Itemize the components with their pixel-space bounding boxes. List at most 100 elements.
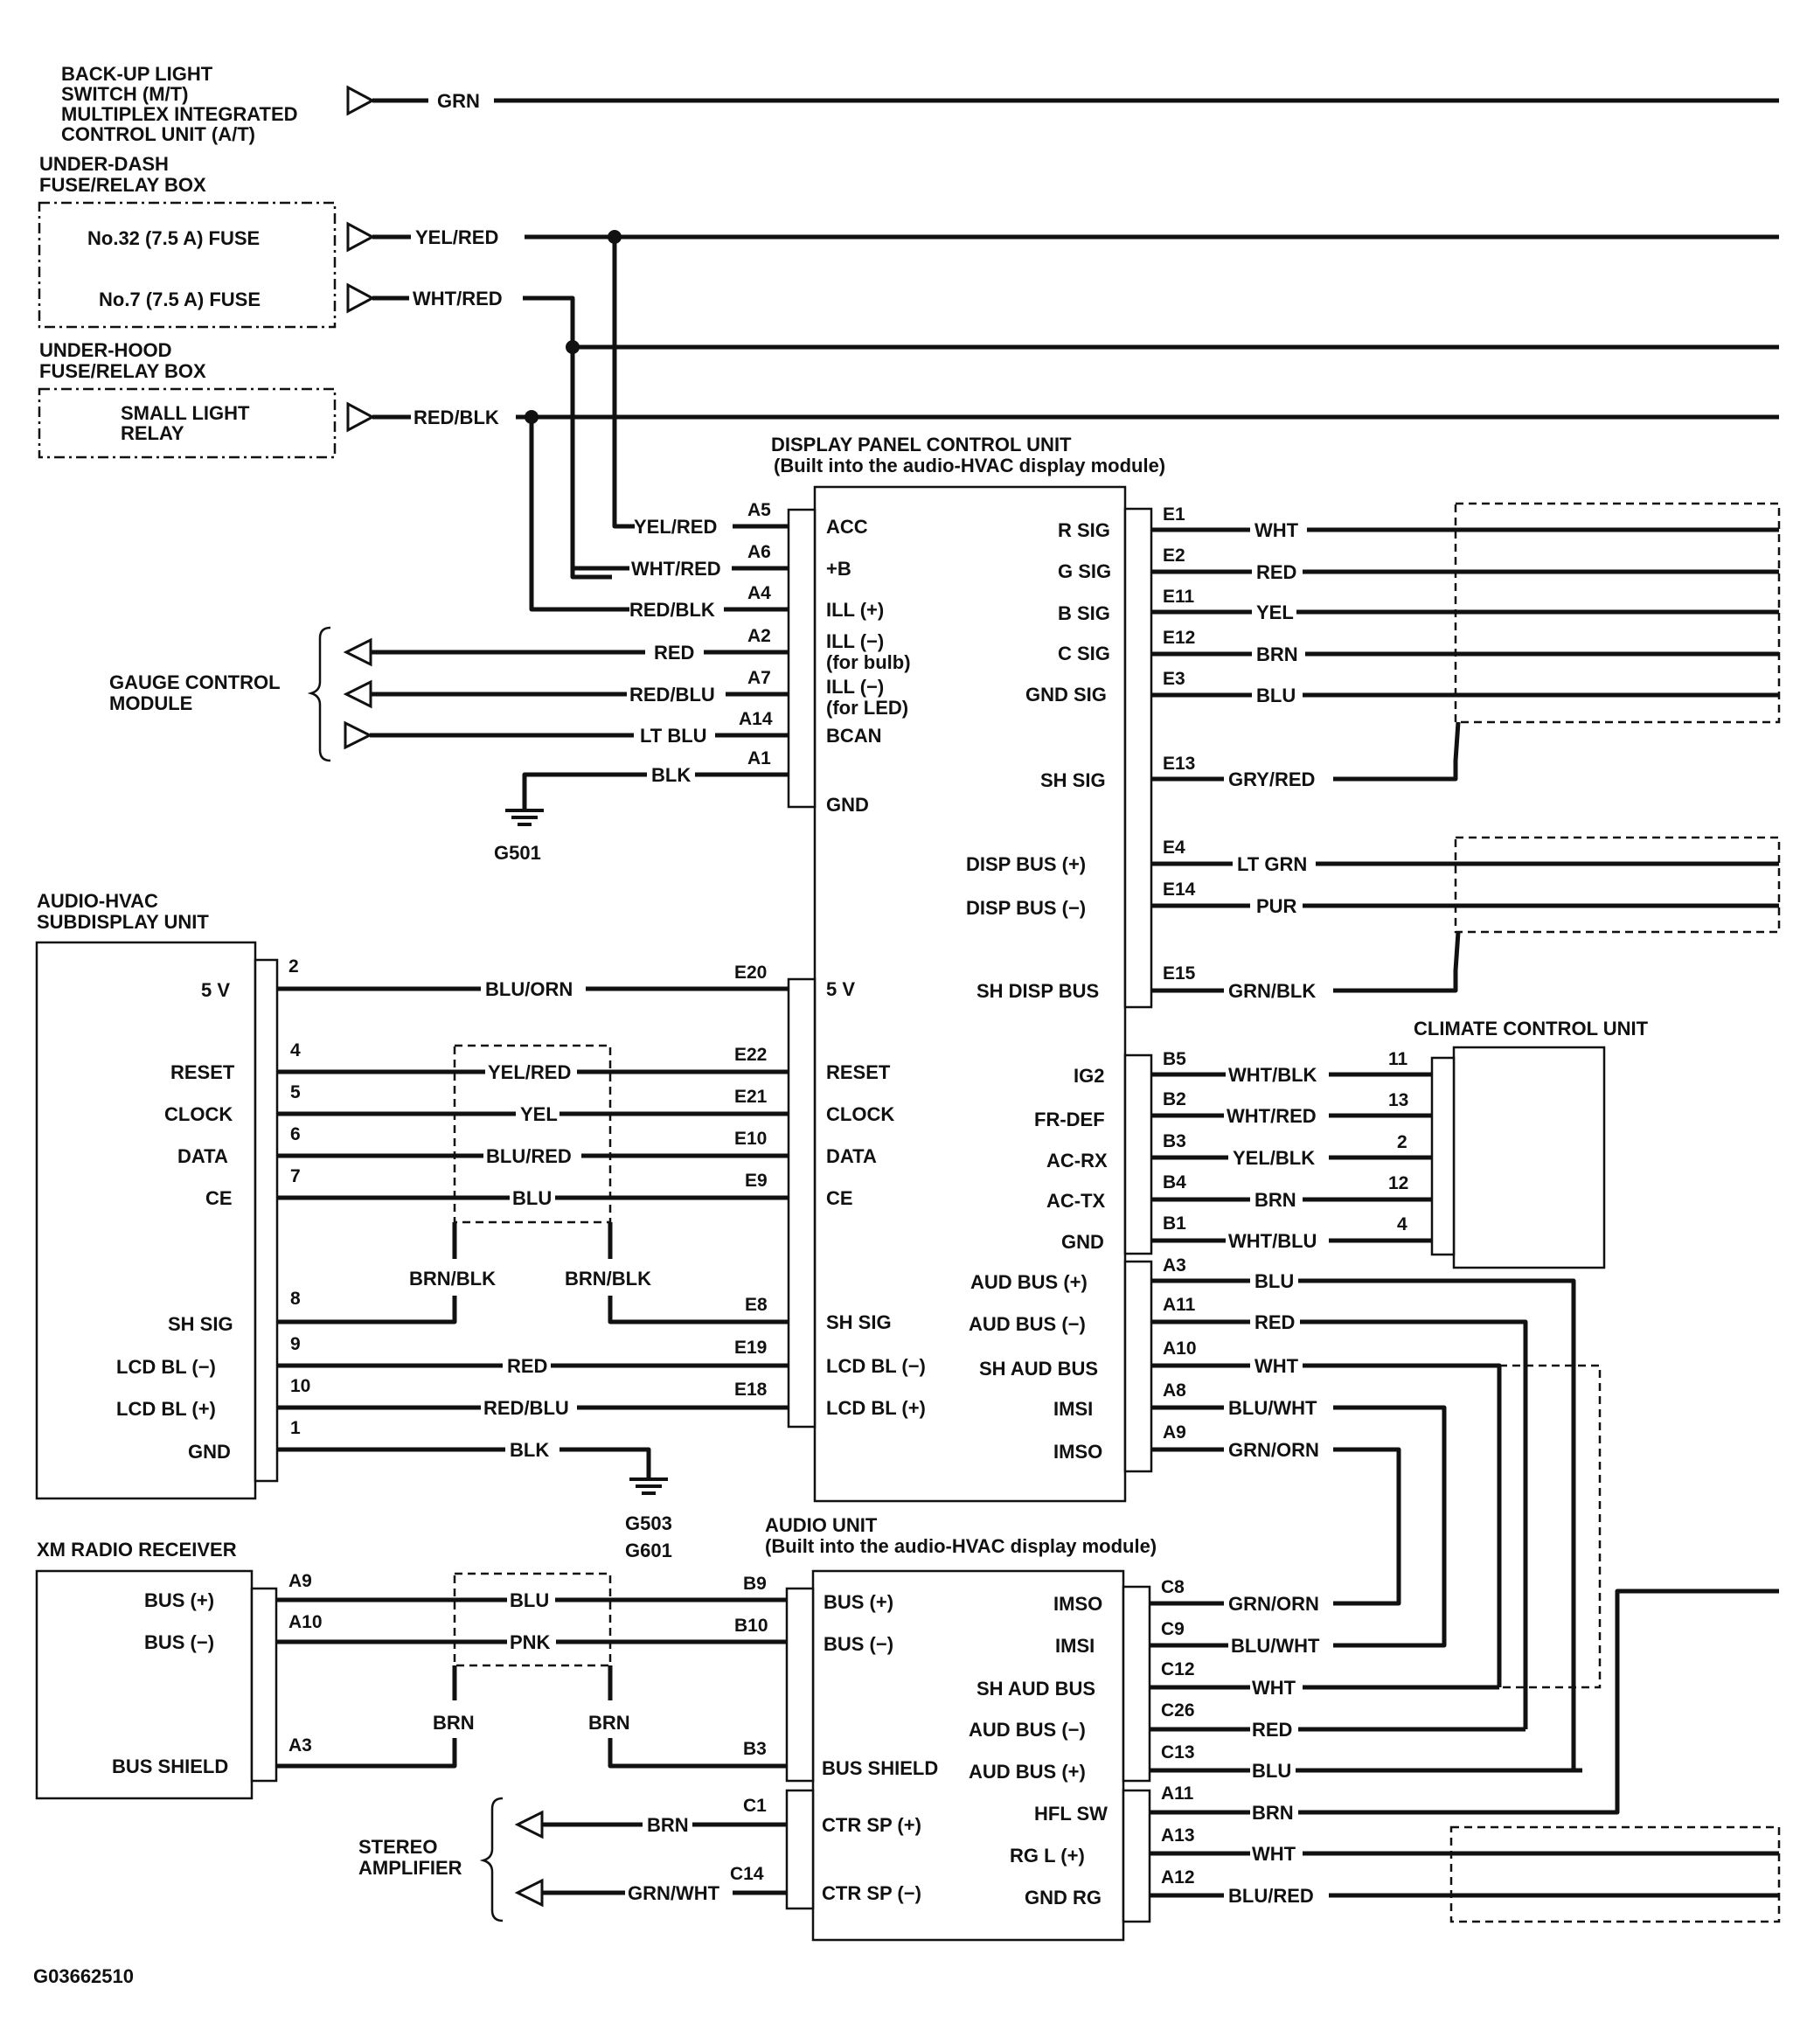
pin-label: C26 — [1161, 1700, 1195, 1721]
climate-pin: 12 — [1388, 1173, 1408, 1193]
audio-unit: AUDIO UNIT (Built into the audio-HVAC di… — [514, 1514, 1781, 1942]
sub-pin: 2 — [288, 956, 299, 977]
func-label: C SIG — [1058, 643, 1110, 664]
climate-control-unit: CLIMATE CONTROL UNIT IG2 B5 WHT/BLK 11 F… — [1034, 1018, 1649, 1269]
wire-label: BRN — [1254, 1189, 1296, 1211]
wire-label: BLU — [512, 1187, 552, 1209]
func-label: IMSI — [1053, 1398, 1093, 1420]
wire-label: RED — [1254, 1311, 1295, 1333]
stereo-amplifier: STEREO AMPLIFIER — [358, 1797, 504, 1922]
wire-label: YEL — [1256, 601, 1294, 623]
wire-label: BLK — [651, 764, 691, 786]
wire-label: YEL/RED — [488, 1061, 571, 1083]
fuse-7-label: No.7 (7.5 A) FUSE — [99, 289, 261, 310]
func-label: ILL (+) — [826, 599, 884, 621]
relay-box-outline — [38, 387, 337, 459]
sub-pin: 5 — [290, 1082, 301, 1102]
climate-pin: 13 — [1388, 1090, 1408, 1110]
brace-icon — [307, 626, 331, 762]
shield-outline — [453, 1044, 612, 1224]
wire-label: PNK — [510, 1631, 551, 1653]
func-label: ACC — [826, 516, 868, 538]
splice-dot — [608, 230, 622, 244]
wire-label-wht-red: WHT/RED — [413, 288, 503, 309]
subdisplay-title-2: SUBDISPLAY UNIT — [37, 911, 209, 933]
pin-label: A12 — [1161, 1867, 1195, 1888]
subdisplay-title-1: AUDIO-HVAC — [37, 890, 158, 912]
func-label: ILL (−) — [826, 630, 884, 652]
dpcu-subtitle: (Built into the audio-HVAC display modul… — [774, 455, 1165, 476]
pin-label: B9 — [743, 1574, 767, 1594]
wire-yel-red-branch — [612, 237, 629, 529]
audio-subtitle: (Built into the audio-HVAC display modul… — [765, 1535, 1157, 1557]
pin-label: B4 — [1163, 1172, 1186, 1192]
splice-dot — [566, 340, 580, 354]
climate-connector — [1430, 1056, 1456, 1256]
wire-label: WHT/BLU — [1228, 1230, 1317, 1252]
wire-label: WHT — [1254, 519, 1299, 541]
connector-e-left — [787, 977, 817, 1429]
xm-title: XM RADIO RECEIVER — [37, 1539, 237, 1561]
func-label: AUD BUS (−) — [969, 1313, 1086, 1335]
wire — [276, 1738, 457, 1769]
xm-func: BUS (−) — [144, 1631, 214, 1653]
ground-label-g503: G503 — [625, 1512, 672, 1534]
func-label: GND SIG — [1025, 684, 1107, 706]
sub-pin: 1 — [290, 1418, 301, 1438]
wire-label: GRY/RED — [1228, 768, 1315, 790]
wire — [608, 1296, 789, 1324]
dpcu-title: DISPLAY PANEL CONTROL UNIT — [771, 434, 1072, 455]
sub-pin: 6 — [290, 1124, 301, 1144]
wire-label: RED/BLU — [483, 1397, 569, 1419]
audio-func: AUD BUS (−) — [969, 1719, 1086, 1741]
func-label: FR-DEF — [1034, 1109, 1105, 1130]
wire-label: BLU/ORN — [485, 978, 573, 1000]
sub-pin: 4 — [290, 1040, 301, 1060]
wire — [277, 1296, 457, 1324]
func-label: AUD BUS (+) — [970, 1271, 1088, 1293]
xm-radio-receiver: XM RADIO RECEIVER BUS (+) A9 BLU B9 BUS … — [35, 1539, 787, 1800]
fuse-box-outline — [38, 201, 337, 329]
figure-id: G03662510 — [33, 1965, 134, 1987]
stereo-amp-label-2: AMPLIFIER — [358, 1857, 462, 1879]
connector-triangle-icon — [346, 221, 376, 253]
wire-label: BLU — [1256, 685, 1296, 706]
shield-outline — [1454, 502, 1781, 724]
func-label: BCAN — [826, 725, 882, 747]
wire-label-yel-red: YEL/RED — [415, 226, 498, 248]
gauge-label-2: MODULE — [109, 692, 192, 714]
wire-label: YEL — [520, 1103, 558, 1125]
wire-label: GRN/BLK — [1228, 980, 1316, 1002]
audio-connector-right — [1122, 1585, 1151, 1783]
pin-label: A10 — [1163, 1338, 1197, 1359]
pin-label: E4 — [1163, 838, 1185, 858]
connector-b-right — [1123, 1053, 1153, 1255]
audio-connector-right-a — [1122, 1789, 1151, 1923]
wire-label-grn: GRN — [437, 90, 480, 112]
pin-label: E22 — [734, 1045, 767, 1065]
wire — [1333, 721, 1461, 782]
relay-label-2: RELAY — [121, 422, 184, 444]
func-label: SH AUD BUS — [979, 1358, 1098, 1380]
brace-icon — [479, 1797, 504, 1922]
sub-func: CLOCK — [164, 1103, 233, 1125]
audio-func: BUS SHIELD — [822, 1757, 938, 1779]
wire-label: LT BLU — [640, 725, 707, 747]
wire-label: BLU/WHT — [1228, 1397, 1317, 1419]
pin-label: B1 — [1163, 1213, 1186, 1234]
backup-light-label-2: SWITCH (M/T) — [61, 83, 188, 105]
ground-label-g601: G601 — [625, 1540, 672, 1561]
backup-light-label-1: BACK-UP LIGHT — [61, 63, 213, 85]
xm-pin: A9 — [288, 1571, 312, 1591]
wire-label: WHT — [1254, 1355, 1299, 1377]
arrow-left-icon — [343, 637, 372, 667]
pin-label: A8 — [1163, 1380, 1186, 1401]
wire-wht-red — [523, 295, 612, 580]
wire-label: PUR — [1256, 895, 1297, 917]
audio-func: IMSO — [1053, 1593, 1102, 1615]
wire-label: GRN/ORN — [1228, 1439, 1319, 1461]
pin-label: A2 — [747, 626, 771, 646]
pin-label: A7 — [747, 668, 771, 688]
func-label: IG2 — [1074, 1065, 1104, 1087]
backup-light-label-3: MULTIPLEX INTEGRATED — [61, 103, 298, 125]
